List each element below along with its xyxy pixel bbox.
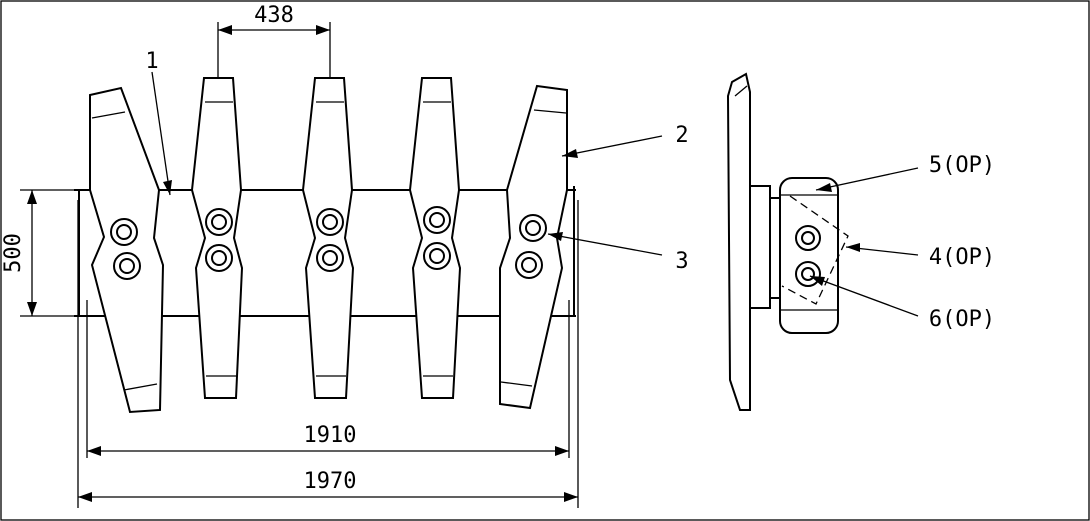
callout-3-label: 3 [675,249,688,274]
dim-tooth-spacing: 438 [218,3,330,35]
callout-5-label: 5(OP) [929,153,995,178]
dim-1970-label: 1970 [304,469,357,494]
tooth-5 [499,84,568,410]
callout-4: 4(OP) [845,243,995,270]
dim-500-label: 500 [1,233,26,273]
callout-5: 5(OP) [815,153,995,192]
dim-inner-width: 1910 [87,423,569,456]
dim-438-label: 438 [254,3,294,28]
dim-overall-width: 1970 [78,469,578,502]
tooth-4 [408,77,462,399]
tooth-3 [301,77,355,399]
dim-height: 500 [1,190,37,316]
dim-1910-label: 1910 [304,423,357,448]
callout-3: 3 [547,232,689,274]
extension-lines [20,22,579,508]
tooth-2 [190,77,244,399]
callout-2: 2 [561,123,689,158]
callout-2-label: 2 [675,123,688,148]
callout-4-label: 4(OP) [929,245,995,270]
callout-1: 1 [145,49,172,196]
callout-6: 6(OP) [809,275,995,332]
callout-1-label: 1 [145,49,158,74]
side-view [726,72,849,411]
callout-6-label: 6(OP) [929,307,995,332]
tooth-1 [89,86,165,414]
